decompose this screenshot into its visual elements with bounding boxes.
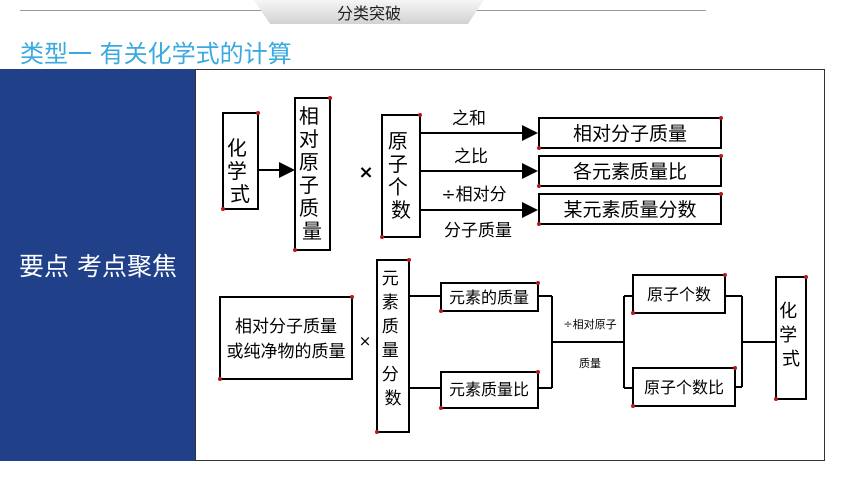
diagram-canvas: 化 学 式 相 对 原 子 质 量 × 原 子 个 数 之和 之比 ÷相对分 分… bbox=[218, 96, 808, 434]
atom-count-ratio-text: 原子个数比 bbox=[644, 378, 724, 397]
branch-divide-label-2: 分子质量 bbox=[444, 221, 512, 241]
mass-fraction-box bbox=[376, 259, 410, 433]
molecular-mass-text-2: 或纯净物的质量 bbox=[227, 342, 346, 362]
result-relative-molecular-mass-box bbox=[538, 117, 722, 149]
formula-bottom-box bbox=[775, 276, 807, 400]
atom-count-text: 原 子 个 数 bbox=[388, 129, 414, 222]
element-mass-ratio-box bbox=[440, 371, 539, 409]
atom-count-bottom-box bbox=[632, 274, 726, 314]
result-element-mass-fraction: 某元素质量分数 bbox=[563, 199, 696, 221]
corner-dots bbox=[218, 96, 808, 434]
branch-sum-label: 之和 bbox=[452, 109, 486, 129]
element-mass-ratio-text: 元素质量比 bbox=[449, 380, 529, 399]
formula-box bbox=[222, 112, 259, 210]
branch-divide-label-1: ÷相对分 bbox=[441, 185, 506, 205]
mass-fraction-text: 元 素 质 量 分 数 bbox=[382, 269, 404, 409]
times-sign-top: × bbox=[358, 162, 373, 183]
molecular-mass-box bbox=[219, 296, 353, 380]
molecular-mass-text-1: 相对分子质量 bbox=[235, 317, 337, 337]
section-heading: 类型一 有关化学式的计算 bbox=[20, 40, 292, 68]
times-sign-bottom: × bbox=[359, 332, 372, 350]
section-tab[interactable]: 分类突破 bbox=[254, 0, 484, 24]
atom-count-bottom-text: 原子个数 bbox=[647, 285, 711, 304]
result-element-mass-ratio-box bbox=[538, 155, 722, 187]
divide-atomic-mass-label-2: 质量 bbox=[579, 357, 601, 370]
result-element-mass-fraction-box bbox=[538, 193, 722, 225]
section-tab-label: 分类突破 bbox=[336, 4, 401, 23]
formula-calculation-diagram: 化 学 式 相 对 原 子 质 量 × 原 子 个 数 之和 之比 ÷相对分 分… bbox=[195, 69, 825, 461]
branch-ratio-label: 之比 bbox=[454, 147, 488, 167]
sidebar-panel: 要点 考点聚焦 bbox=[0, 69, 196, 461]
result-element-mass-ratio: 各元素质量比 bbox=[573, 161, 687, 183]
result-relative-molecular-mass: 相对分子质量 bbox=[573, 123, 687, 145]
element-mass-text: 元素的质量 bbox=[449, 288, 529, 307]
atom-count-box bbox=[381, 114, 421, 238]
relative-atomic-mass-box bbox=[294, 97, 331, 251]
formula-bottom-text: 化 学 式 bbox=[779, 301, 803, 370]
formula-box-text: 化 学 式 bbox=[227, 136, 253, 206]
divide-atomic-mass-label-1: ÷相对原子 bbox=[563, 317, 616, 331]
element-mass-box bbox=[440, 282, 539, 312]
relative-atomic-mass-text: 相 对 原 子 质 量 bbox=[299, 104, 325, 243]
sidebar-label: 要点 考点聚焦 bbox=[19, 252, 177, 281]
